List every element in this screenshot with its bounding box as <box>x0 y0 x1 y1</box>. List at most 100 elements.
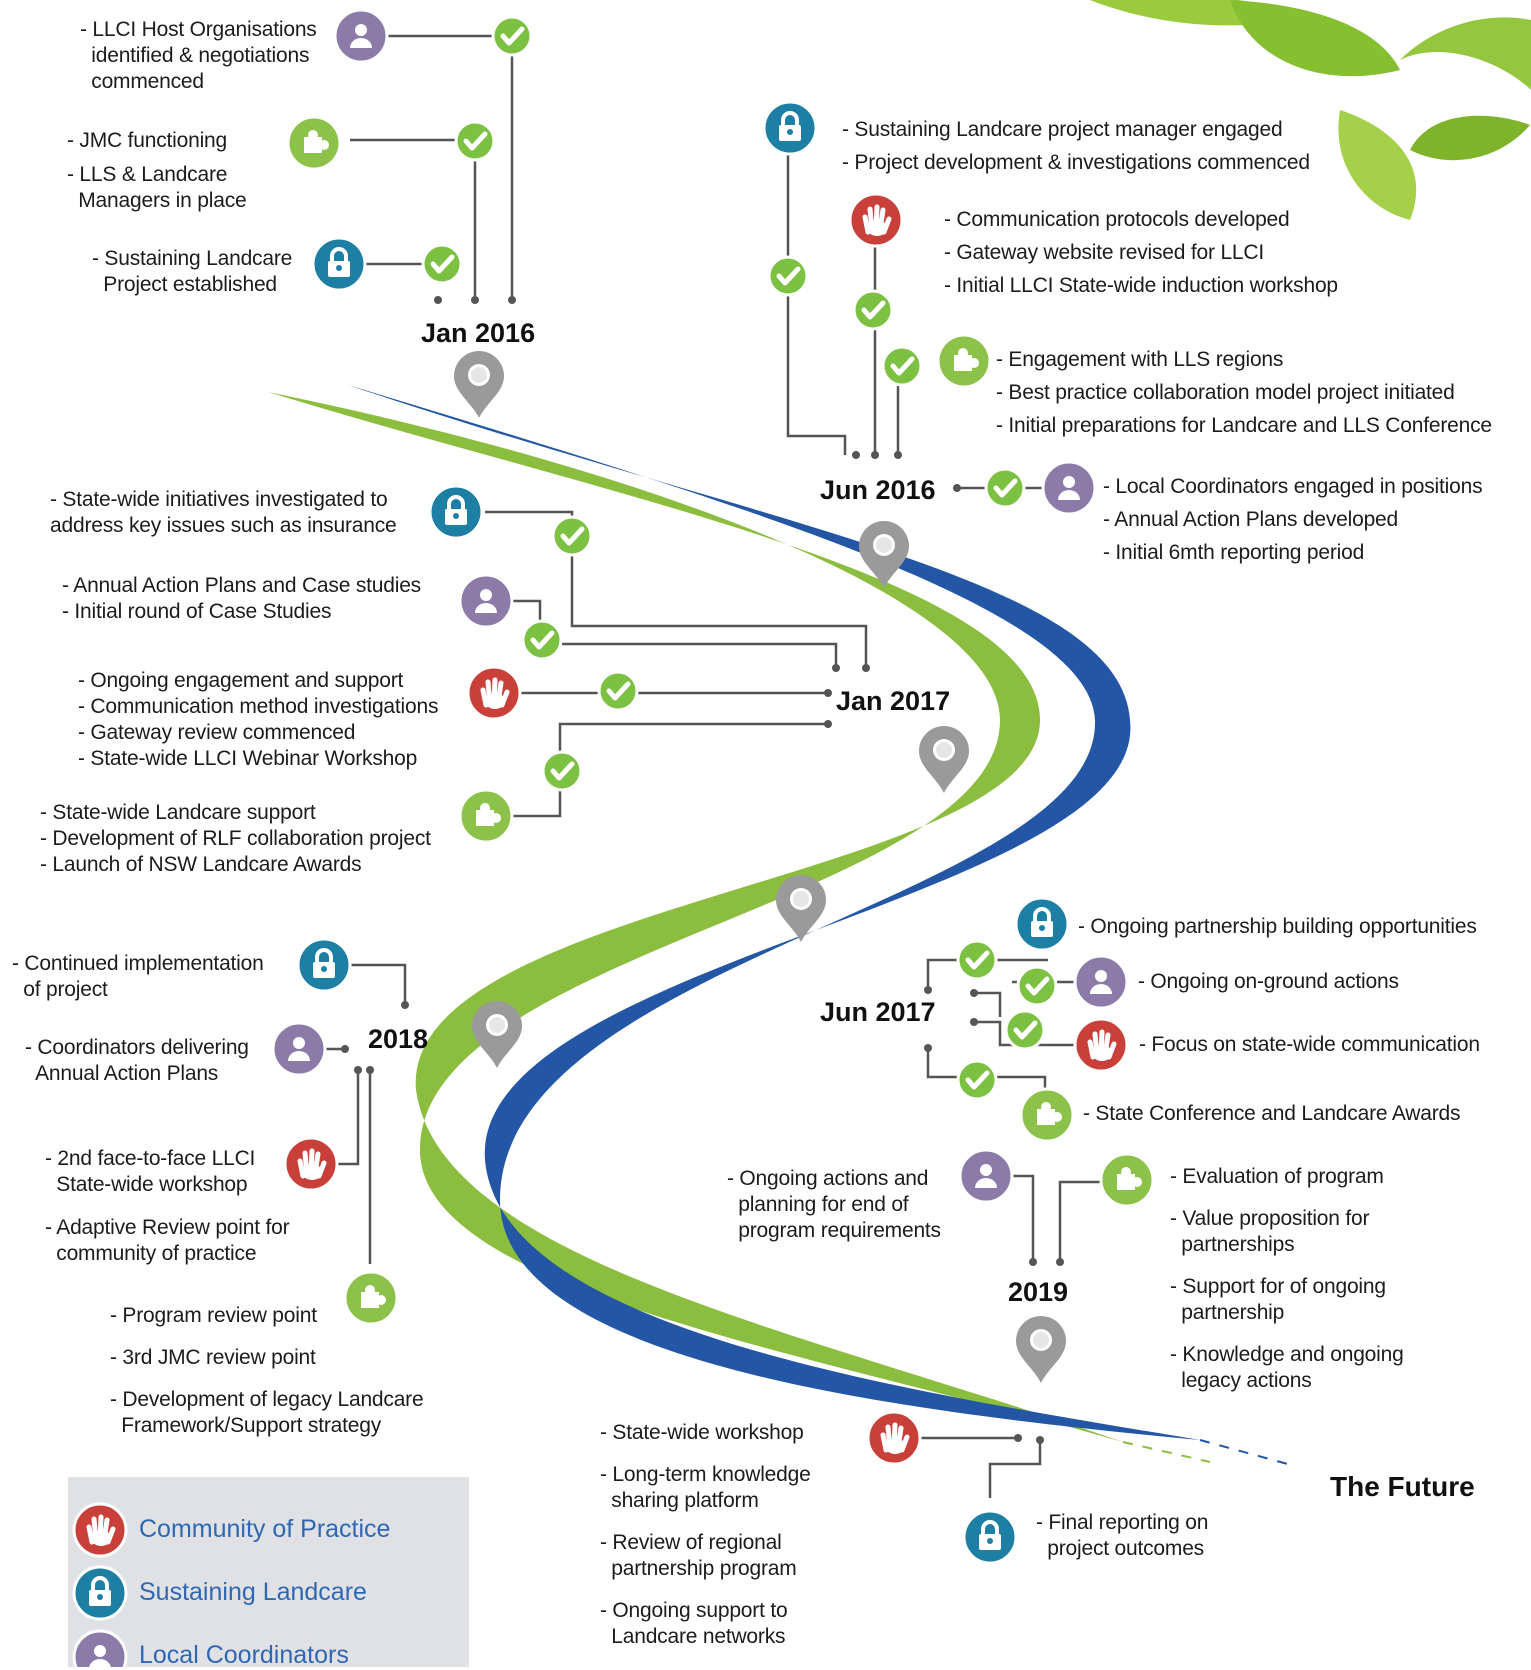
legend-sustaining-landcare: Sustaining Landcare <box>139 1578 367 1606</box>
text-line: Landcare networks <box>600 1625 786 1648</box>
hand-icon <box>868 1412 920 1464</box>
text-line: sharing platform <box>600 1489 759 1512</box>
text-line: - Knowledge and ongoing <box>1170 1343 1404 1366</box>
text-line: - Development of legacy Landcare <box>110 1388 424 1411</box>
text-line: - Initial LLCI State-wide induction work… <box>944 274 1338 297</box>
person-icon <box>333 8 389 64</box>
milestone-jan-2016: Jan 2016 <box>421 318 536 348</box>
jan2016-host-orgs-text: - LLCI Host Organisations identified & n… <box>80 17 317 95</box>
connector-lines <box>318 34 1107 1498</box>
text-line: - State-wide Landcare support <box>40 801 316 824</box>
legend-icons <box>68 1477 469 1667</box>
checkmark-icon <box>523 621 561 659</box>
text-line: - 3rd JMC review point <box>110 1346 316 1369</box>
milestone-jun-2016: Jun 2016 <box>820 475 936 505</box>
jun2016-sustaining-text: - Sustaining Landcare project manager en… <box>842 117 1310 183</box>
legend-community-of-practice: Community of Practice <box>139 1515 391 1543</box>
text-line: - LLS & Landcare <box>67 163 228 186</box>
hand-icon <box>850 194 902 246</box>
jan2017-community-text: - Ongoing engagement and support - Commu… <box>78 668 438 772</box>
person-icon <box>1041 460 1097 516</box>
person-icon <box>458 573 514 629</box>
milestone-jun-2017: Jun 2017 <box>820 997 936 1027</box>
text-line: partnership <box>1170 1301 1285 1324</box>
person-icon <box>72 1629 128 1667</box>
map-pin-icon <box>776 875 826 942</box>
lock-icon <box>762 100 818 156</box>
jun2017-coordinators-text: - Ongoing on-ground actions <box>1138 970 1399 993</box>
checkmark-icon <box>456 122 494 160</box>
checkmark-icon <box>493 17 531 55</box>
text-line: - Initial 6mth reporting period <box>1103 541 1365 564</box>
text-line: - Best practice collaboration model proj… <box>996 381 1455 404</box>
future-community-text: - State-wide workshop - Long-term knowle… <box>600 1420 811 1650</box>
text-line: - 2nd face-to-face LLCI <box>45 1147 256 1170</box>
text-line: - Coordinators delivering <box>25 1036 249 1059</box>
text-line: - Continued implementation <box>12 952 264 975</box>
text-line: Managers in place <box>67 189 247 212</box>
text-line: - LLCI Host Organisations <box>80 18 317 41</box>
text-line: of project <box>12 978 108 1001</box>
text-line: - Local Coordinators engaged in position… <box>1103 475 1483 498</box>
text-line: - Long-term knowledge <box>600 1463 811 1486</box>
checkmark-icon <box>599 672 637 710</box>
lock-icon <box>72 1565 128 1621</box>
jan2016-jmc-text: - JMC functioning - LLS & Landcare Manag… <box>67 128 247 214</box>
text-line: - Project development & investigations c… <box>842 151 1310 174</box>
puzzle-icon <box>936 333 992 389</box>
hand-icon <box>1075 1019 1127 1071</box>
text-line: - Communication protocols developed <box>944 208 1290 231</box>
text-line: partnerships <box>1170 1233 1295 1256</box>
text-line: - Gateway website revised for LLCI <box>944 241 1265 264</box>
checkmark-icon <box>1018 967 1056 1005</box>
hand-icon <box>74 1504 126 1556</box>
y2018-partnerships-text: - Program review point - 3rd JMC review … <box>110 1303 424 1439</box>
text-line: - Ongoing engagement and support <box>78 669 404 692</box>
milestone-jan-2017: Jan 2017 <box>836 686 951 716</box>
person-icon <box>1073 954 1129 1010</box>
checkmark-icon <box>958 941 996 979</box>
y2018-sustaining-text: - Continued implementation of project <box>12 951 264 1003</box>
text-line: - Program review point <box>110 1304 317 1327</box>
jan2017-sustaining-text: - State-wide initiatives investigated to… <box>50 487 397 539</box>
text-line: - Support for of ongoing <box>1170 1275 1386 1298</box>
text-line: - Adaptive Review point for <box>45 1216 290 1239</box>
checkmark-icon <box>423 245 461 283</box>
text-line: - Initial preparations for Landcare and … <box>996 414 1492 437</box>
text-line: commenced <box>80 70 204 93</box>
legend: Community of Practice Sustaining Landcar… <box>68 1477 469 1669</box>
jun2016-coordinators-text: - Local Coordinators engaged in position… <box>1103 474 1483 573</box>
text-line: - Final reporting on <box>1036 1511 1209 1534</box>
text-line: - Communication method investigations <box>78 695 439 718</box>
y2018-adaptive-text: - Adaptive Review point for community of… <box>45 1215 290 1267</box>
jun2017-partnerships-text: - State Conference and Landcare Awards <box>1083 1102 1461 1125</box>
future-sustaining-text: - Final reporting on project outcomes <box>1036 1510 1208 1562</box>
checkmark-icon <box>958 1061 996 1099</box>
text-line: State-wide workshop <box>45 1173 248 1196</box>
text-line: - Initial round of Case Studies <box>62 600 332 623</box>
text-line: - Annual Action Plans and Case studies <box>62 574 421 597</box>
text-line: Framework/Support strategy <box>110 1414 381 1437</box>
person-icon <box>958 1148 1014 1204</box>
timeline-ribbons <box>268 385 1296 1467</box>
jun2017-community-text: - Focus on state-wide communication <box>1139 1033 1480 1056</box>
y2019-coordinators-text: - Ongoing actions and planning for end o… <box>727 1166 941 1244</box>
text-line: - Development of RLF collaboration proje… <box>40 827 431 850</box>
checkmark-icon <box>553 517 591 555</box>
checkmark-icon <box>883 347 921 385</box>
text-line: Project established <box>92 273 277 296</box>
checkmark-icon <box>769 257 807 295</box>
connector-dots <box>341 296 1064 1444</box>
text-line: legacy actions <box>1170 1369 1312 1392</box>
y2018-coordinators-text: - Coordinators delivering Annual Action … <box>25 1035 249 1087</box>
jan2017-coordinators-text: - Annual Action Plans and Case studies -… <box>62 573 421 625</box>
lock-icon <box>311 236 367 292</box>
text-line: - Value proposition for <box>1170 1207 1370 1230</box>
text-line: - Evaluation of program <box>1170 1165 1384 1188</box>
person-icon <box>271 1021 327 1077</box>
leaves-decoration <box>1090 0 1531 220</box>
text-line: Annual Action Plans <box>25 1062 219 1085</box>
milestone-the-future: The Future <box>1330 1471 1475 1502</box>
text-line: - State-wide initiatives investigated to <box>50 488 388 511</box>
